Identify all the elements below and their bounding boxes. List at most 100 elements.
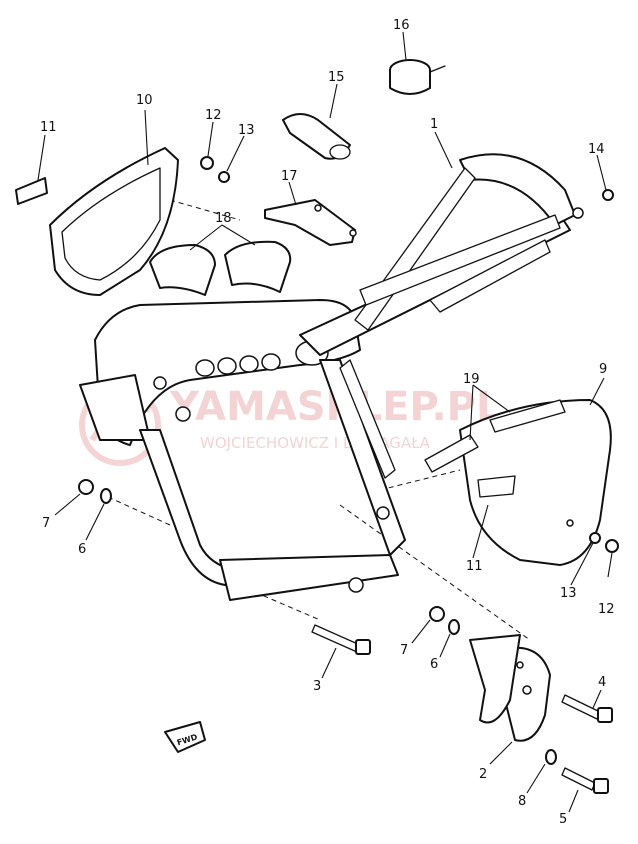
screw-12-top <box>200 156 214 170</box>
stay-17-body <box>264 199 356 246</box>
leader-line <box>411 619 431 644</box>
leader-line <box>589 377 605 406</box>
callout-6-right: 6 <box>430 657 438 672</box>
leader-line <box>596 154 607 191</box>
leader-line <box>329 83 338 119</box>
bolt-5-shank <box>561 767 596 791</box>
leader-line <box>472 504 489 559</box>
main-frame <box>79 153 584 601</box>
callout-9: 9 <box>599 362 607 377</box>
callouts: 1 2 3 4 5 6 6 7 7 8 9 10 11 11 12 12 13 … <box>40 18 615 827</box>
cap-16 <box>389 59 446 95</box>
assembly-line-washer6 <box>107 496 171 526</box>
nut-7-right <box>429 606 445 622</box>
frame-diag-strut <box>339 359 396 479</box>
frame-rear-loop <box>459 153 576 226</box>
washer-6-right-body <box>448 619 460 635</box>
leader-line <box>402 31 407 61</box>
callout-7-right: 7 <box>400 643 408 658</box>
callout-1: 1 <box>430 117 438 132</box>
bolt-4-shank <box>561 694 601 720</box>
bolt-3-head <box>355 639 371 655</box>
bracket-19 <box>424 399 566 473</box>
screw-12-right-head <box>605 539 619 553</box>
nut-7-left-body <box>78 479 94 495</box>
side-cover-right-hole <box>566 519 574 527</box>
callout-12-top: 12 <box>205 108 222 123</box>
leader-line <box>439 633 451 658</box>
watermark-subtitle: WOJCIECHOWICZ I DOMAGAŁA <box>200 434 431 452</box>
frame-boss <box>572 207 584 219</box>
screw-12-top-head <box>200 156 214 170</box>
leader-line <box>207 121 214 157</box>
callout-17: 17 <box>281 169 298 184</box>
tube-15-end <box>329 144 351 160</box>
callout-15: 15 <box>328 70 345 85</box>
frame-lightening-hole <box>261 353 281 371</box>
bracket-19-lower <box>424 434 479 473</box>
washer-6-left-body <box>100 488 112 504</box>
washer-8-body <box>545 749 557 765</box>
assembly-line-side-cover-left <box>169 199 241 221</box>
tube-15 <box>282 113 351 160</box>
callout-7-left: 7 <box>42 516 50 531</box>
callout-10: 10 <box>136 93 153 108</box>
engine-mount-plate-front <box>469 634 521 724</box>
cap-16-body <box>389 69 431 95</box>
assembly-line-engine-mount <box>339 504 531 641</box>
callout-14: 14 <box>588 142 605 157</box>
emblem-11-left <box>15 177 48 205</box>
frame-boss <box>175 406 191 422</box>
fwd-arrow-shape <box>164 721 206 753</box>
leader-line <box>189 224 256 251</box>
callout-3: 3 <box>313 679 321 694</box>
bolt-5-head <box>593 778 609 794</box>
washer-13-right-body <box>589 532 601 544</box>
frame-lightening-hole <box>217 357 237 375</box>
screw-12-right <box>605 539 619 553</box>
callout-6-left: 6 <box>78 542 86 557</box>
engine-mount-hole <box>522 685 532 695</box>
damper-18 <box>149 240 292 296</box>
callout-4: 4 <box>598 675 606 690</box>
callout-13-right: 13 <box>560 586 577 601</box>
callout-5: 5 <box>559 812 567 827</box>
frame-sub-strut <box>359 214 561 306</box>
stay-17-hole <box>349 229 357 237</box>
callout-8: 8 <box>518 794 526 809</box>
stay-17-hole <box>314 204 322 212</box>
frame-bottom-cradle <box>219 554 399 601</box>
bolt-5 <box>561 767 609 794</box>
leader-line <box>144 109 149 166</box>
side-cover-left-inner <box>61 167 161 281</box>
frame-boss <box>348 577 364 593</box>
leader-line <box>469 384 511 441</box>
frame-sub-strut <box>429 239 551 313</box>
washer-6-right <box>448 619 460 635</box>
frame-lightening-hole <box>195 359 215 377</box>
side-cover-right <box>459 399 612 566</box>
leader-line <box>570 542 594 586</box>
bolt-4 <box>561 694 613 723</box>
washer-13-right <box>589 532 601 544</box>
washer-8 <box>545 749 557 765</box>
callout-11-left: 11 <box>40 120 57 135</box>
stay-17 <box>264 199 357 246</box>
bracket-19-upper <box>489 399 566 433</box>
leader-lines <box>37 31 613 813</box>
frame-rear-tube <box>319 359 406 556</box>
side-cover-right-badge <box>477 475 516 498</box>
emblem-11-left-body <box>15 177 48 205</box>
frame-lightening-hole <box>239 355 259 373</box>
callout-12-right: 12 <box>598 602 615 617</box>
damper-18-right <box>224 240 292 293</box>
nut-7-right-body <box>429 606 445 622</box>
callout-16: 16 <box>393 18 410 33</box>
fwd-arrow: FWD <box>164 721 206 753</box>
leader-line <box>321 647 337 679</box>
leader-line <box>288 181 297 206</box>
callout-2: 2 <box>479 767 487 782</box>
assembly-line-side-cover-right <box>379 469 461 491</box>
cap-16-tab <box>429 65 446 73</box>
